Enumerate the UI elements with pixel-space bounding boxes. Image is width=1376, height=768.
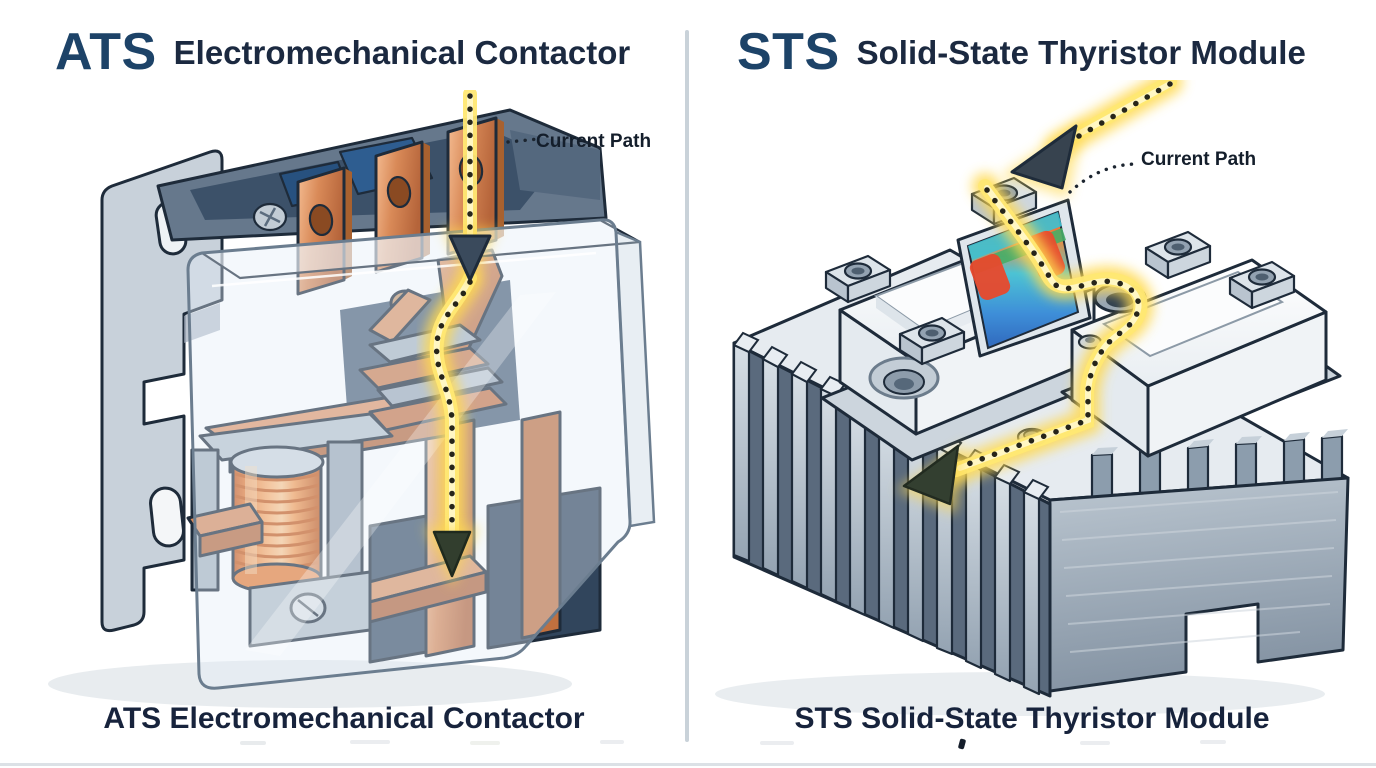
crop-text-fragment: [470, 741, 500, 745]
crop-text-fragment: [760, 741, 794, 745]
current-arrowhead-exit: [902, 444, 960, 506]
sts-module-illustration: [715, 80, 1350, 716]
current-arrowhead-entry: [1010, 124, 1078, 190]
ground-shadow: [715, 672, 1325, 716]
crop-text-fragment: [957, 738, 967, 750]
left-heading-acronym: ATS: [55, 23, 157, 81]
crop-text-fragment: [240, 741, 266, 745]
copper-bar-vertical: [520, 410, 562, 640]
crop-text-fragment: [350, 740, 390, 744]
right-current-path-label: Current Path: [1141, 149, 1257, 170]
cover-screw: [252, 202, 288, 232]
annotation-leader-left: [506, 137, 540, 144]
module-corner-recess: [868, 356, 940, 400]
transparent-cover: [186, 218, 656, 690]
left-current-path-label: Current Path: [536, 131, 652, 152]
right-heading: STS Solid-State Thyristor Module: [737, 26, 1306, 78]
left-caption: ATS Electromechanical Contactor: [103, 702, 585, 735]
bottom-rule: [0, 763, 1376, 766]
current-arrowhead-mid: [448, 234, 492, 282]
contactor-internals: [186, 248, 602, 664]
mounting-tab: [1144, 230, 1212, 280]
panel-divider: [685, 30, 689, 742]
annotation-leader-right: [1068, 162, 1140, 194]
current-arrowhead-bottom: [432, 530, 472, 578]
heatsink-side-face: [1041, 476, 1350, 694]
mounting-tab: [898, 316, 966, 366]
ats-contactor-illustration: [48, 90, 656, 708]
left-heading-title: Electromechanical Contactor: [173, 33, 631, 71]
right-heading-acronym: STS: [737, 23, 840, 81]
mounting-slot: [149, 486, 185, 548]
mounting-tab: [824, 254, 892, 304]
crop-text-fragment: [1080, 741, 1110, 745]
mounting-tab: [1228, 260, 1296, 310]
left-heading: ATS Electromechanical Contactor: [55, 26, 630, 78]
right-caption: STS Solid-State Thyristor Module: [794, 702, 1270, 735]
ground-shadow: [48, 660, 572, 708]
crop-text-fragment: [1200, 740, 1226, 744]
right-heading-title: Solid-State Thyristor Module: [856, 33, 1306, 71]
armature-block: [248, 570, 372, 648]
bottom-crop-remnant: [0, 736, 1376, 750]
current-path-left: [423, 90, 540, 588]
crop-text-fragment: [600, 740, 624, 744]
current-path-right: [896, 80, 1183, 514]
